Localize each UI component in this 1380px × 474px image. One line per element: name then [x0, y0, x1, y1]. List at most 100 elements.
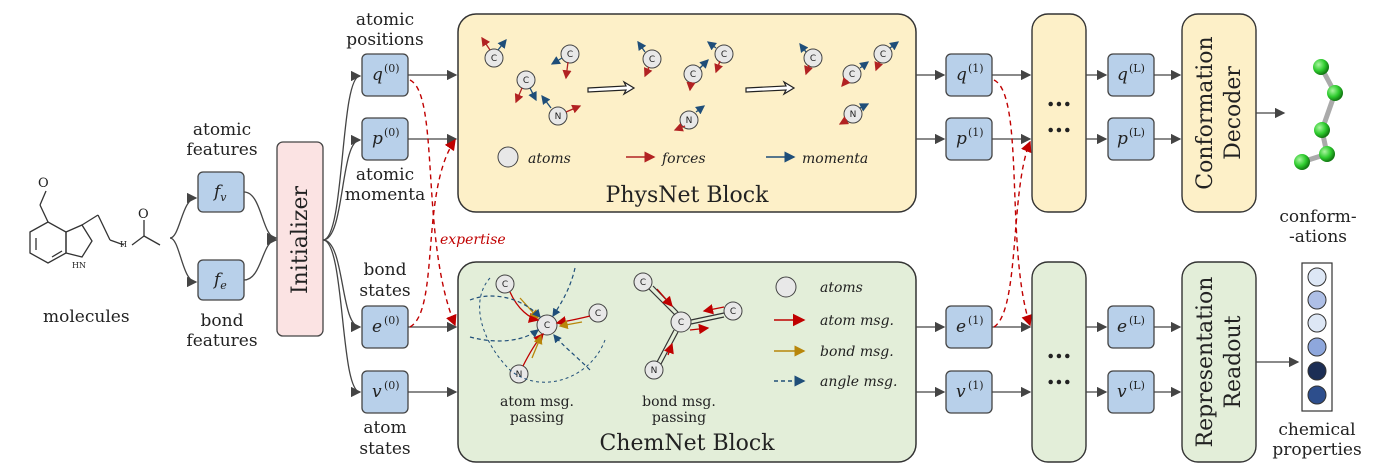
svg-text:C: C	[595, 309, 601, 319]
expertise-arrow-e-phys	[409, 138, 456, 328]
state-e0: e (0)	[361, 305, 409, 349]
fv-label: fv	[212, 182, 227, 204]
atomic-positions-line2: positions	[346, 30, 423, 50]
svg-text:(1): (1)	[968, 379, 984, 392]
bond-states-line2: states	[359, 281, 410, 301]
svg-text:C: C	[721, 50, 727, 60]
ellipsis-phys-1: ...	[1046, 83, 1071, 112]
readout-label-line1: Representation	[1193, 277, 1218, 448]
molecule-hn-label: HN	[72, 261, 86, 270]
atomic-features-line1: atomic	[193, 120, 251, 140]
chemnet-title: ChemNet Block	[599, 431, 775, 456]
svg-text:(L): (L)	[1129, 314, 1145, 327]
svg-text:(L): (L)	[1129, 62, 1145, 75]
physnet-title: PhysNet Block	[606, 183, 770, 208]
svg-text:C: C	[880, 50, 886, 60]
svg-text:C: C	[690, 70, 696, 80]
svg-text:v: v	[372, 382, 382, 402]
fe-label: fe	[212, 270, 227, 292]
chemnet-block	[457, 261, 917, 463]
svg-text:C: C	[730, 307, 736, 317]
svg-text:C: C	[491, 54, 497, 64]
svg-text:e: e	[372, 317, 382, 337]
bond-states-line1: bond	[364, 260, 407, 280]
svg-text:N: N	[516, 370, 523, 380]
chemnet-stack	[1031, 261, 1087, 463]
atom-msg-passing-line2: passing	[510, 410, 564, 426]
molecule-oxygen-label: O	[38, 176, 49, 191]
svg-text:e: e	[1117, 317, 1127, 337]
physnet-legend: atoms forces momenta	[497, 146, 868, 168]
decoder-label-line2: Decoder	[1221, 66, 1246, 160]
initializer-label: Initializer	[288, 185, 313, 294]
arrow-init-v0	[322, 239, 362, 398]
svg-text:C: C	[678, 318, 684, 328]
state-p0: p (0)	[361, 117, 409, 161]
svg-text:C: C	[544, 321, 550, 331]
arrow-init-p0	[322, 134, 362, 241]
state-v0: v (0)	[361, 370, 409, 414]
arrow-fv-init	[243, 191, 278, 244]
svg-text:N: N	[686, 116, 693, 126]
legend-momenta-label: momenta	[802, 151, 868, 167]
ellipsis-chem-2: ...	[1046, 361, 1071, 390]
svg-text:(0): (0)	[384, 126, 400, 139]
physnet-stack	[1031, 13, 1087, 213]
ellipsis-chem-1: ...	[1046, 335, 1071, 364]
svg-text:e: e	[956, 317, 966, 337]
conformations-line1: conform-	[1279, 207, 1356, 227]
legend-chem-atom-icon	[775, 276, 797, 298]
svg-text:(0): (0)	[384, 379, 400, 392]
svg-text:(L): (L)	[1129, 379, 1145, 392]
conformations-line2: -ations	[1289, 227, 1347, 247]
svg-text:N: N	[651, 366, 658, 376]
chemical-properties-line2: properties	[1272, 440, 1361, 460]
svg-text:C: C	[523, 76, 529, 86]
svg-text:N: N	[555, 112, 562, 122]
svg-text:(1): (1)	[968, 314, 984, 327]
physnet-atom-diagram: C C C N C C C N C C C N	[481, 36, 900, 132]
state-e1: e (1)	[945, 305, 993, 349]
svg-text:(1): (1)	[968, 126, 984, 139]
svg-text:p: p	[956, 129, 967, 149]
bond-msg-passing-line2: passing	[652, 410, 706, 426]
expertise-arrow-q1	[993, 79, 1033, 327]
svg-text:v: v	[956, 382, 966, 402]
atomic-positions-line1: atomic	[356, 10, 414, 30]
svg-text:C: C	[567, 50, 573, 60]
svg-text:(0): (0)	[384, 62, 400, 75]
svg-text:N: N	[850, 110, 857, 120]
legend-atom-icon	[497, 146, 519, 168]
molecules-label: molecules	[43, 307, 130, 327]
svg-text:q: q	[372, 65, 383, 85]
arrow-fe-init	[243, 234, 278, 281]
arrow-init-q0	[322, 70, 362, 241]
svg-text:p: p	[372, 129, 383, 149]
molecule-oxygen-label-2: O	[138, 207, 149, 222]
atom-states-line2: states	[359, 439, 410, 459]
molecule-structure-icon	[29, 190, 161, 264]
legend-atoms-label: atoms	[528, 151, 571, 167]
atomic-momenta-line2: momenta	[345, 185, 425, 205]
expertise-arrow-e1	[993, 140, 1032, 328]
bond-msg-passing-line1: bond msg.	[642, 394, 716, 410]
atomic-momenta-line1: atomic	[356, 165, 414, 185]
arrow-to-fv	[169, 192, 198, 239]
svg-text:bond msg.: bond msg.	[820, 344, 894, 360]
bond-features-line1: bond	[201, 311, 244, 331]
chemnet-atom-msg-diagram: C C C N	[469, 267, 608, 384]
svg-text:(1): (1)	[968, 62, 984, 75]
svg-text:p: p	[1117, 129, 1128, 149]
svg-text:atom msg.: atom msg.	[820, 313, 894, 329]
state-v1: v (1)	[945, 370, 993, 414]
chemical-properties-vector	[1301, 262, 1333, 412]
chemical-properties-line1: chemical	[1278, 420, 1355, 440]
state-pL: p (L)	[1107, 117, 1155, 161]
state-vL: v (L)	[1107, 370, 1155, 414]
atomic-features-line2: features	[186, 140, 257, 160]
readout-label-line2: Readout	[1221, 315, 1246, 408]
svg-text:C: C	[502, 280, 508, 290]
expertise-label: expertise	[440, 232, 506, 248]
svg-text:atoms: atoms	[820, 280, 863, 296]
